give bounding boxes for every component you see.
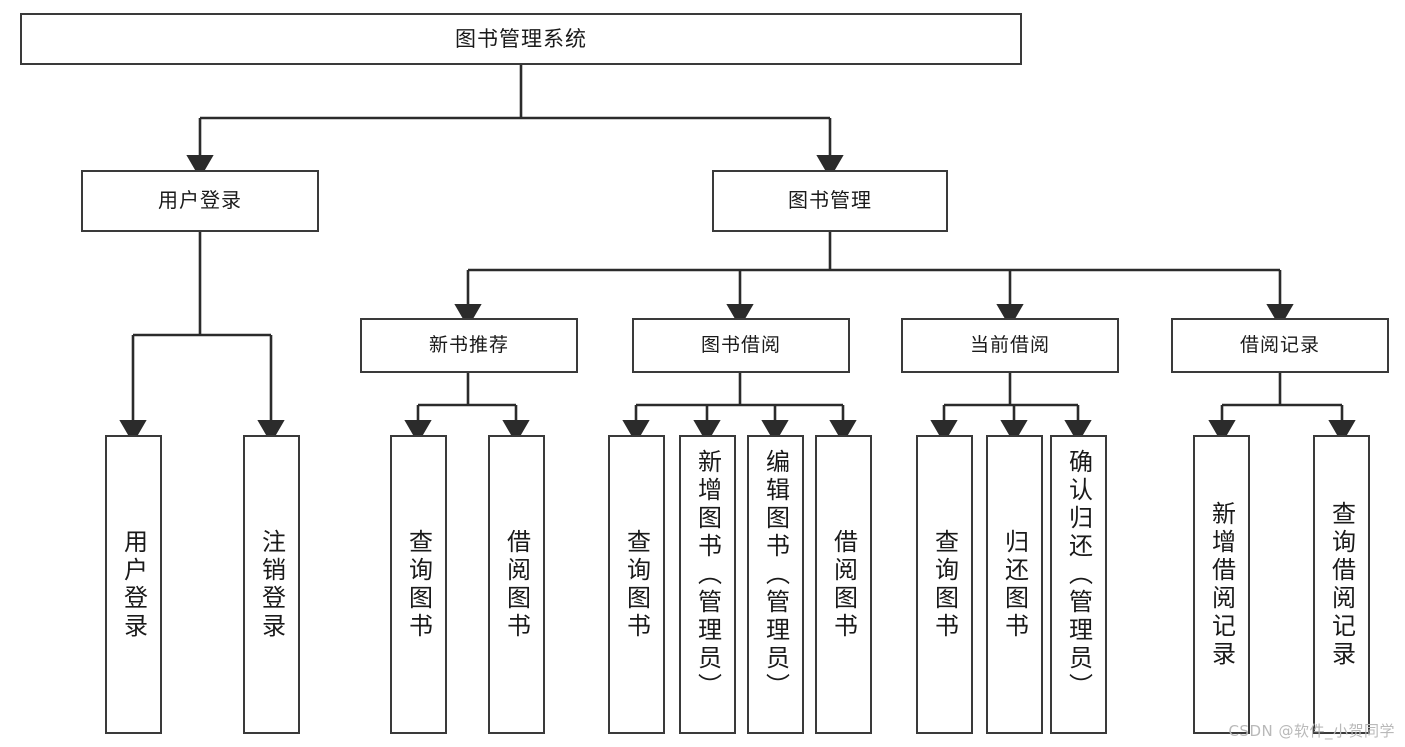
node-label: 图书借阅 — [700, 334, 781, 357]
node-label: 图书管理 — [788, 188, 872, 213]
node-label: 查询图书 — [930, 528, 959, 641]
node-label: 借阅记录 — [1239, 334, 1320, 357]
node-book-borrow[interactable]: 图书借阅 — [632, 318, 850, 373]
node-leaf-query-book-recommend[interactable]: 查询图书 — [390, 435, 447, 734]
node-label: 编辑图书（管理员） — [761, 449, 790, 701]
node-leaf-borrow-book[interactable]: 借阅图书 — [815, 435, 872, 734]
node-label: 借阅图书 — [829, 528, 858, 641]
node-label: 图书管理系统 — [455, 26, 587, 51]
node-label: 查询借阅记录 — [1327, 500, 1356, 669]
node-user-login[interactable]: 用户登录 — [81, 170, 319, 232]
node-label: 查询图书 — [622, 528, 651, 641]
node-label: 新增图书（管理员） — [693, 449, 722, 701]
node-label: 新增借阅记录 — [1207, 500, 1236, 669]
node-label: 注销登录 — [257, 528, 286, 641]
node-label: 用户登录 — [119, 528, 148, 641]
node-current-borrow[interactable]: 当前借阅 — [901, 318, 1119, 373]
node-leaf-user-login[interactable]: 用户登录 — [105, 435, 162, 734]
node-label: 查询图书 — [404, 528, 433, 641]
node-leaf-add-book[interactable]: 新增图书（管理员） — [679, 435, 736, 734]
node-label: 新书推荐 — [428, 334, 509, 357]
node-leaf-borrow-book-recommend[interactable]: 借阅图书 — [488, 435, 545, 734]
node-root-system[interactable]: 图书管理系统 — [20, 13, 1022, 65]
node-book-manage[interactable]: 图书管理 — [712, 170, 948, 232]
node-leaf-return-book[interactable]: 归还图书 — [986, 435, 1043, 734]
node-leaf-confirm-return[interactable]: 确认归还（管理员） — [1050, 435, 1107, 734]
node-borrow-record[interactable]: 借阅记录 — [1171, 318, 1389, 373]
node-label: 归还图书 — [1000, 528, 1029, 641]
node-label: 用户登录 — [158, 188, 242, 213]
node-label: 借阅图书 — [502, 528, 531, 641]
node-leaf-query-borrow-record[interactable]: 查询借阅记录 — [1313, 435, 1370, 734]
node-leaf-query-book-current[interactable]: 查询图书 — [916, 435, 973, 734]
node-label: 当前借阅 — [969, 334, 1050, 357]
node-leaf-logout-login[interactable]: 注销登录 — [243, 435, 300, 734]
node-new-book-recommend[interactable]: 新书推荐 — [360, 318, 578, 373]
watermark: CSDN @软件_小贺同学 — [1228, 722, 1395, 740]
node-leaf-edit-book[interactable]: 编辑图书（管理员） — [747, 435, 804, 734]
node-leaf-query-book-borrow[interactable]: 查询图书 — [608, 435, 665, 734]
node-label: 确认归还（管理员） — [1064, 449, 1093, 701]
node-leaf-add-borrow-record[interactable]: 新增借阅记录 — [1193, 435, 1250, 734]
